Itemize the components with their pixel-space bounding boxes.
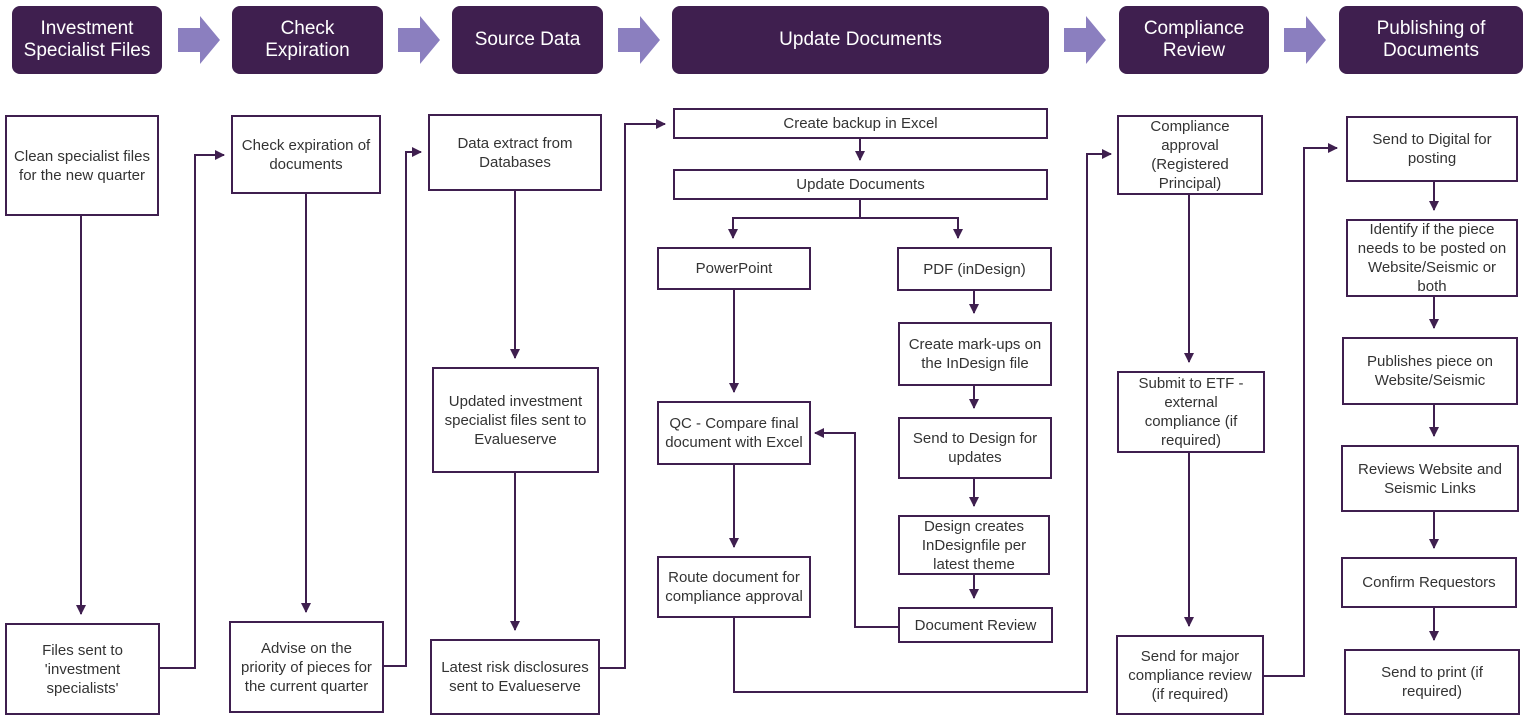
update-documents-box: Update Documents xyxy=(673,169,1048,200)
header-investment-specialist-files: Investment Specialist Files xyxy=(12,6,162,74)
compliance-approval-box: Compliance approval (Registered Principa… xyxy=(1117,115,1263,195)
data-extract-box: Data extract from Databases xyxy=(428,114,602,191)
create-markups-box: Create mark-ups on the InDesign file xyxy=(898,322,1052,386)
files-sent-box: Files sent to 'investment specialists' xyxy=(5,623,160,715)
connector-arrow xyxy=(733,149,1112,693)
route-document-box: Route document for compliance approval xyxy=(657,556,811,618)
header-compliance-review: Compliance Review xyxy=(1119,6,1269,74)
check-expiration-box: Check expiration of documents xyxy=(231,115,381,194)
powerpoint-box: PowerPoint xyxy=(657,247,811,290)
connector-arrow xyxy=(814,428,898,628)
header-update-documents: Update Documents xyxy=(672,6,1049,74)
submit-etf-box: Submit to ETF - external compliance (if … xyxy=(1117,371,1265,453)
connector-arrow xyxy=(1264,143,1338,677)
major-compliance-review-box: Send for major compliance review (if req… xyxy=(1116,635,1264,715)
qc-compare-box: QC - Compare final document with Excel xyxy=(657,401,811,465)
send-to-digital-box: Send to Digital for posting xyxy=(1346,116,1518,182)
updated-files-box: Updated investment specialist files sent… xyxy=(432,367,599,473)
chevron-right-icon xyxy=(1064,16,1106,64)
pdf-indesign-box: PDF (inDesign) xyxy=(897,247,1052,291)
chevron-right-icon xyxy=(618,16,660,64)
identify-posting-box: Identify if the piece needs to be posted… xyxy=(1346,219,1518,297)
header-publishing-of-documents: Publishing of Documents xyxy=(1339,6,1523,74)
risk-disclosures-box: Latest risk disclosures sent to Evaluese… xyxy=(430,639,600,715)
create-backup-box: Create backup in Excel xyxy=(673,108,1048,139)
chevron-right-icon xyxy=(1284,16,1326,64)
send-to-print-box: Send to print (if required) xyxy=(1344,649,1520,715)
send-to-design-box: Send to Design for updates xyxy=(898,417,1052,479)
chevron-right-icon xyxy=(398,16,440,64)
publishes-piece-box: Publishes piece on Website/Seismic xyxy=(1342,337,1518,405)
connector-arrow xyxy=(160,150,225,669)
clean-specialist-files-box: Clean specialist files for the new quart… xyxy=(5,115,159,216)
chevron-right-icon xyxy=(178,16,220,64)
confirm-requestors-box: Confirm Requestors xyxy=(1341,557,1517,608)
connector-line xyxy=(860,217,963,239)
header-source-data: Source Data xyxy=(452,6,603,74)
connector-arrow xyxy=(600,119,666,669)
connector-arrow xyxy=(384,147,422,667)
advise-priority-box: Advise on the priority of pieces for the… xyxy=(229,621,384,713)
design-creates-box: Design creates InDesignfile per latest t… xyxy=(898,515,1050,575)
document-review-box: Document Review xyxy=(898,607,1053,643)
header-check-expiration: Check Expiration xyxy=(232,6,383,74)
reviews-links-box: Reviews Website and Seismic Links xyxy=(1341,445,1519,512)
connector-line xyxy=(728,200,861,239)
